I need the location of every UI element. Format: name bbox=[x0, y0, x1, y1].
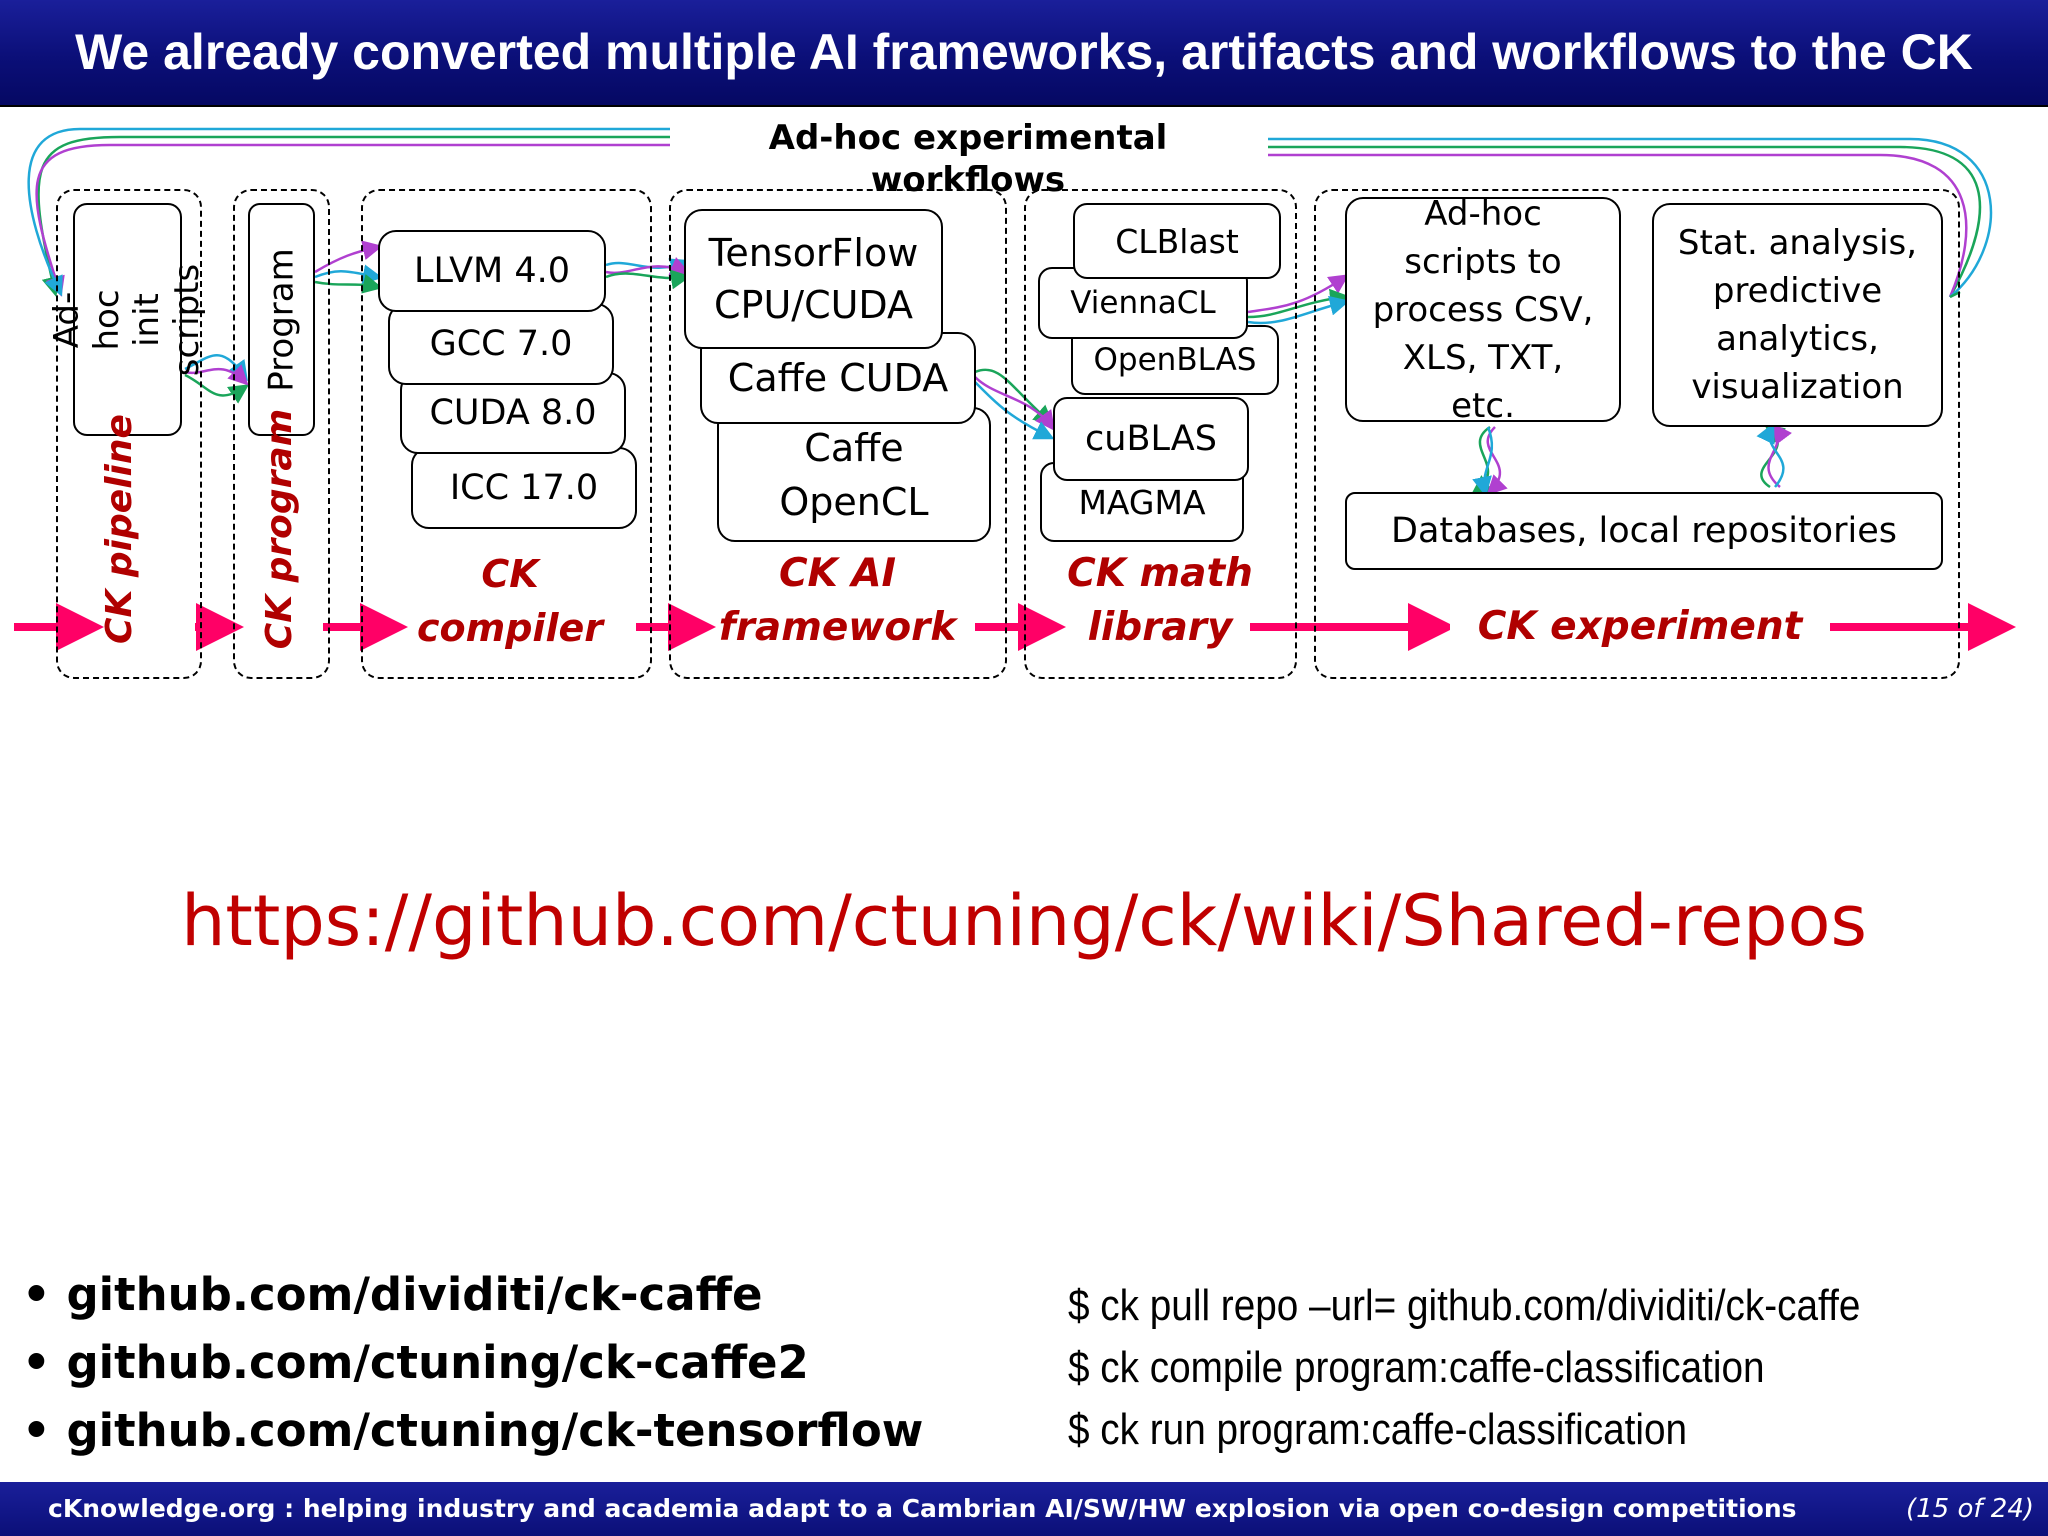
ai-item-caffe-opencl: Caffe OpenCL bbox=[717, 407, 991, 542]
compiler-group bbox=[361, 189, 652, 679]
program-group bbox=[233, 189, 330, 679]
math-item-clblast: CLBlast bbox=[1073, 203, 1281, 279]
repo-link[interactable]: github.com/dividiti/ck-caffe bbox=[66, 1268, 763, 1321]
ck-compiler-label-line2: compiler bbox=[417, 606, 603, 650]
compiler-item-cuda: CUDA 8.0 bbox=[400, 372, 626, 454]
title-bar bbox=[0, 0, 2048, 107]
workflow-diagram: Ad-hoc experimental workflows Ad-hoc ini… bbox=[0, 107, 2048, 692]
ck-ai-framework-label: CK AI framework bbox=[700, 547, 975, 655]
analysis-box: Stat. analysis, predictive analytics, vi… bbox=[1652, 203, 1943, 427]
compiler-item-llvm: LLVM 4.0 bbox=[378, 230, 606, 312]
ai-item-tensorflow: TensorFlow CPU/CUDA bbox=[684, 209, 943, 349]
page-counter: (15 of 24) bbox=[1905, 1494, 2034, 1524]
slide-title: We already converted multiple AI framewo… bbox=[75, 24, 1973, 80]
repo-link[interactable]: github.com/ctuning/ck-tensorflow bbox=[66, 1404, 924, 1457]
command-line: $ ck run program:caffe-classification bbox=[1068, 1405, 1688, 1454]
ck-ai-framework-label-line2: framework bbox=[718, 605, 957, 650]
footer-text: cKnowledge.org : helping industry and ac… bbox=[48, 1494, 1797, 1523]
math-library-group bbox=[1024, 189, 1297, 679]
command-line: $ ck compile program:caffe-classificatio… bbox=[1068, 1343, 1765, 1392]
init-scripts-box: Ad-hoc init scripts bbox=[48, 203, 208, 436]
ck-ai-framework-label-line1: CK AI bbox=[778, 551, 897, 596]
databases-box: Databases, local repositories bbox=[1345, 492, 1943, 570]
math-item-cublas: cuBLAS bbox=[1053, 397, 1249, 481]
ai-framework-group bbox=[669, 189, 1007, 679]
ck-pipeline-label: CK pipeline bbox=[99, 414, 140, 644]
flow-connectors bbox=[14, 127, 2016, 651]
shared-repos-url[interactable]: https://github.com/ctuning/ck/wiki/Share… bbox=[181, 880, 1867, 962]
init-scripts-text: Ad-hoc init scripts bbox=[47, 263, 208, 376]
footer-bar bbox=[0, 1482, 2048, 1536]
compiler-item-icc: ICC 17.0 bbox=[411, 447, 637, 529]
repo-item: • github.com/ctuning/ck-tensorflow bbox=[22, 1404, 924, 1457]
adhoc-scripts-box: Ad-hoc scripts to process CSV, XLS, TXT,… bbox=[1345, 194, 1621, 426]
workflow-label: Ad-hoc experimental workflows bbox=[672, 117, 1264, 200]
repo-item: • github.com/ctuning/ck-caffe2 bbox=[22, 1336, 809, 1389]
program-box: Program bbox=[248, 203, 315, 436]
ck-compiler-label: CK compiler bbox=[380, 547, 640, 655]
compiler-item-gcc: GCC 7.0 bbox=[388, 303, 614, 385]
experiment-group bbox=[1314, 189, 1960, 679]
program-text: Program bbox=[261, 247, 302, 392]
repo-link[interactable]: github.com/ctuning/ck-caffe2 bbox=[66, 1336, 809, 1389]
ck-program-label: CK program bbox=[259, 408, 300, 650]
ck-math-library-label-line1: CK math bbox=[1067, 551, 1253, 596]
ck-math-library-label: CK math library bbox=[1030, 547, 1290, 655]
ck-compiler-label-line1: CK bbox=[481, 552, 539, 596]
command-line: $ ck pull repo –url= github.com/dividiti… bbox=[1068, 1281, 1861, 1330]
ck-experiment-label: CK experiment bbox=[1450, 597, 1830, 657]
ck-math-library-label-line2: library bbox=[1087, 605, 1233, 650]
repo-item: • github.com/dividiti/ck-caffe bbox=[22, 1268, 763, 1321]
pipeline-group bbox=[56, 189, 202, 679]
